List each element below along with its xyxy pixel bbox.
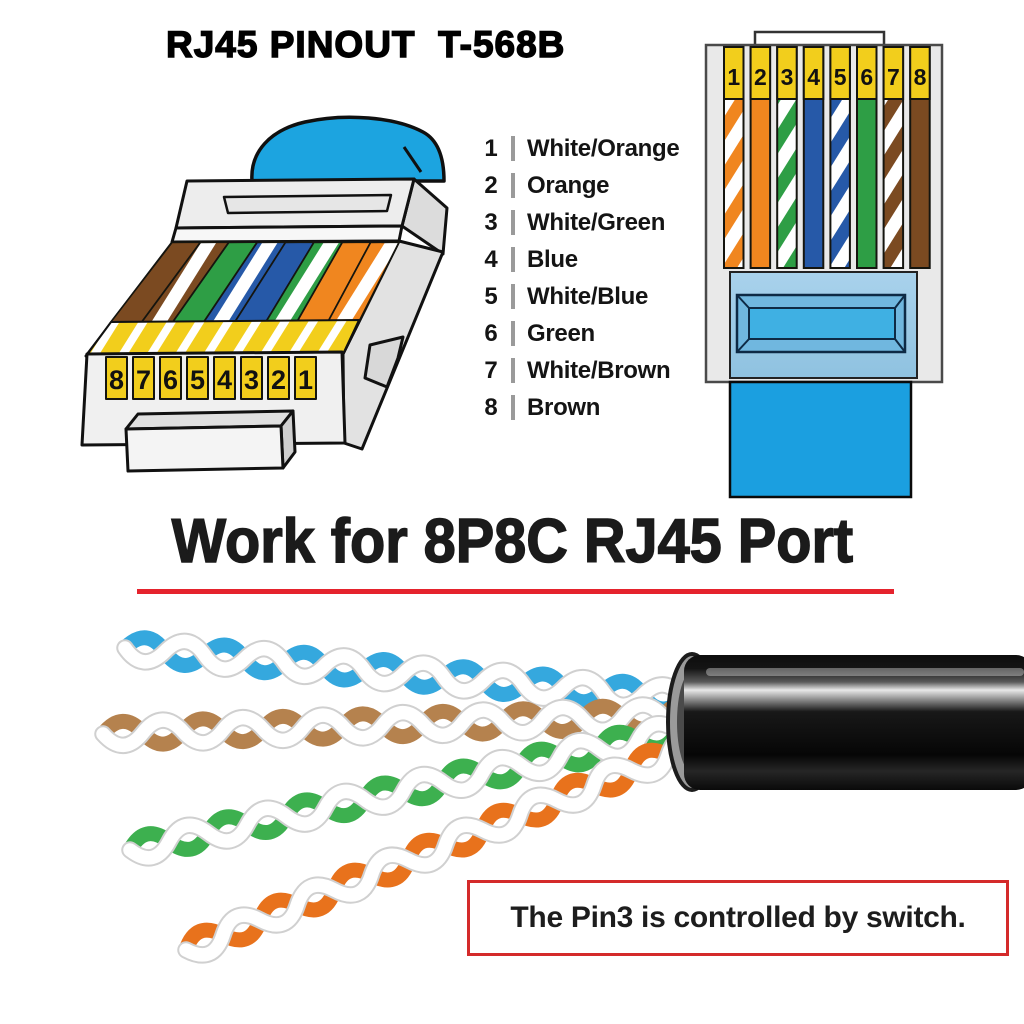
- cable-photo: [94, 630, 1024, 964]
- pin-separator: [511, 284, 515, 309]
- pin-row: 8 Brown: [479, 389, 679, 426]
- black-cable-jacket: [684, 655, 1024, 790]
- pin-separator: [511, 321, 515, 346]
- plug-pin-number: 4: [217, 365, 232, 395]
- plug-latch-tab: [363, 335, 405, 389]
- boot-highlight-line: [402, 146, 423, 173]
- bevel-line: [736, 338, 750, 353]
- pin-color-label: Green: [527, 319, 595, 347]
- pin-number: 5: [484, 282, 498, 310]
- plug-pin-number: 7: [136, 365, 151, 395]
- twisted-pair-blue: [116, 630, 732, 722]
- front-contact-5: [829, 46, 851, 100]
- note-box: The Pin3 is controlled by switch.: [467, 880, 1009, 956]
- pin-number: 8: [484, 393, 498, 421]
- front-pin-number: 7: [887, 64, 900, 90]
- pin-color-label: White/Green: [527, 208, 666, 236]
- pin-color-label: White/Blue: [527, 282, 648, 310]
- pin-row: 6 Green: [479, 315, 679, 352]
- pin-separator: [511, 136, 515, 161]
- front-pin-number: 1: [727, 64, 740, 90]
- plug-contact-band: [85, 319, 360, 357]
- front-contact-3: [776, 46, 798, 100]
- front-contact-6: [856, 46, 878, 100]
- pin-color-label: White/Orange: [527, 134, 680, 162]
- plug-pin-number: 8: [109, 365, 124, 395]
- front-pin-number: 2: [754, 64, 767, 90]
- pin-separator: [511, 247, 515, 272]
- pin-color-label: White/Brown: [527, 356, 671, 384]
- twisted-pair-green: [121, 707, 726, 867]
- cable-specular-highlight: [706, 668, 1024, 676]
- pin-row: 2 Orange: [479, 167, 679, 204]
- plug-latch-block-front: [124, 424, 285, 473]
- pin-color-label: Brown: [527, 393, 601, 421]
- pin-number: 1: [484, 134, 498, 162]
- bevel-line: [894, 294, 906, 309]
- front-view-cable: [728, 380, 913, 499]
- plug-boot: [250, 115, 446, 183]
- plug-contact-3: [240, 356, 263, 400]
- pin-row: 3 White/Green: [479, 204, 679, 241]
- pin-row: 4 Blue: [479, 241, 679, 278]
- front-pin-number: 6: [860, 64, 873, 90]
- pin-number: 4: [484, 245, 498, 273]
- front-contact-2: [749, 46, 772, 100]
- front-contact-7: [882, 46, 905, 100]
- pin-row: 5 White/Blue: [479, 278, 679, 315]
- pin-row: 1 White/Orange: [479, 130, 679, 167]
- plug-contact-5: [186, 356, 209, 400]
- plug-pin-number: 3: [244, 365, 259, 395]
- plug-contact-8: [105, 356, 128, 400]
- pin-separator: [511, 395, 515, 420]
- pin-number: 7: [484, 356, 498, 384]
- plug-contact-4: [213, 356, 236, 400]
- front-view-inner-panel: [748, 307, 896, 340]
- plug-pin-number: 2: [271, 365, 286, 395]
- plug-contact-6: [159, 356, 182, 400]
- twisted-pair-brown: [94, 696, 712, 755]
- plug-slab-front-edge: [170, 224, 404, 244]
- plug-pin-number: 5: [190, 365, 205, 395]
- page-title: RJ45 PINOUT T-568B: [165, 23, 566, 65]
- pin-row: 7 White/Brown: [479, 352, 679, 389]
- plug-contact-1: [294, 356, 317, 400]
- pin-separator: [511, 173, 515, 198]
- pin-separator: [511, 358, 515, 383]
- twisted-pair-orange: [177, 726, 714, 964]
- headline-underline: [137, 589, 894, 594]
- pin-color-label: Orange: [527, 171, 610, 199]
- front-pin-number: 3: [781, 64, 794, 90]
- front-pin-number: 5: [834, 64, 847, 90]
- pin-separator: [511, 210, 515, 235]
- pin-number: 2: [484, 171, 498, 199]
- plug-contact-7: [132, 356, 155, 400]
- pin-number: 6: [484, 319, 498, 347]
- front-pin-number: 8: [914, 64, 927, 90]
- front-contact-1: [723, 46, 745, 100]
- pin-number: 3: [484, 208, 498, 236]
- front-contact-4: [802, 46, 825, 100]
- plug-contact-2: [267, 356, 290, 400]
- bevel-line: [736, 294, 750, 309]
- front-pin-number: 4: [807, 64, 820, 90]
- bevel-line: [894, 338, 906, 353]
- headline: Work for 8P8C RJ45 Port: [171, 506, 854, 577]
- plug-pin-number: 1: [298, 365, 313, 395]
- plug-slab-slot: [222, 193, 393, 215]
- note-text: The Pin3 is controlled by switch.: [510, 901, 966, 934]
- plug-pin-number: 6: [163, 365, 178, 395]
- front-contact-8: [909, 46, 931, 100]
- pin-color-label: Blue: [527, 245, 578, 273]
